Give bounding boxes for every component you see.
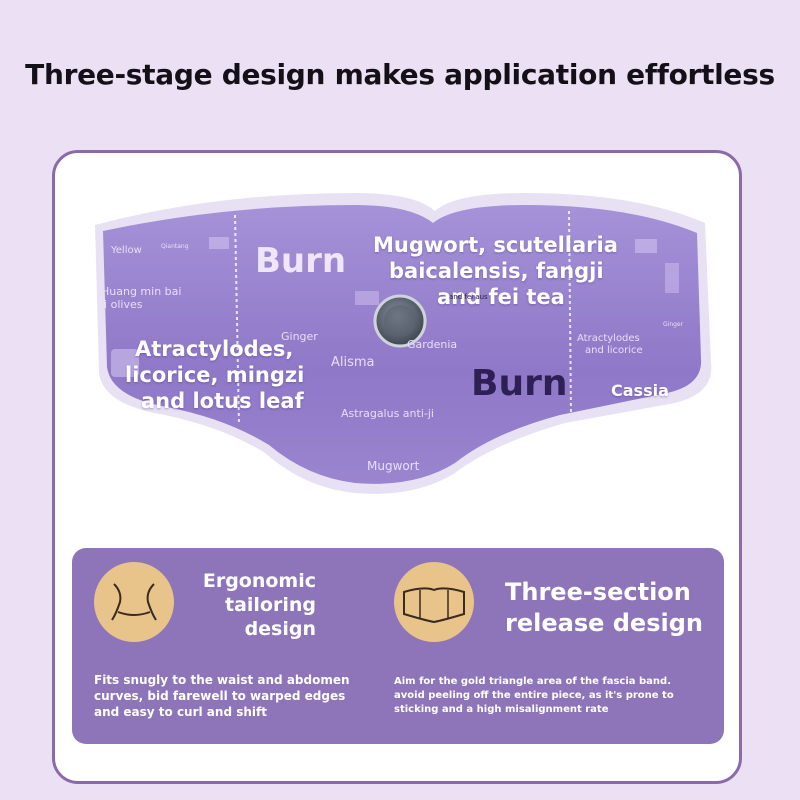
- feature-1-title-line1: Ergonomic: [202, 570, 316, 592]
- label-huangmin-line1: Huang min bai: [101, 285, 182, 298]
- label-astragalus: Astragalus anti-ji: [341, 407, 434, 420]
- label-ginger-center: Ginger: [281, 330, 318, 343]
- herbs-left-line2: licorice, mingzi: [125, 363, 305, 387]
- label-ginger-right: Ginger: [663, 321, 684, 328]
- herbs-top-line2: baicalensis, fangji: [389, 259, 604, 283]
- label-yellow: Yellow: [111, 245, 142, 256]
- label-atractylodes-right-line1: Atractylodes: [577, 333, 640, 344]
- feature-2-title-line2: release design: [505, 609, 703, 637]
- herbal-patch-image: [95, 193, 712, 494]
- feature-2-desc-line2: avoid peeling off the entire piece, as i…: [394, 690, 674, 701]
- headline: Three-stage design makes application eff…: [25, 58, 775, 91]
- feature-1-desc-line3: and easy to curl and shift: [94, 705, 267, 719]
- waist-outline-icon: [94, 562, 174, 642]
- label-mugwort: Mugwort: [367, 459, 420, 473]
- label-alisma: Alisma: [331, 355, 375, 370]
- label-cassia: Cassia: [611, 381, 669, 400]
- herbs-top-line1: Mugwort, scutellaria: [373, 233, 618, 257]
- herbs-left-line3: and lotus leaf: [141, 389, 304, 413]
- burn-label-left: Burn: [255, 241, 347, 281]
- patch-outline-icon: [394, 562, 474, 642]
- label-atractylodes-right-line2: and licorice: [585, 345, 643, 356]
- feature-1-desc-line2: curves, bid farewell to warped edges: [94, 689, 346, 703]
- feature-2-desc-line3: sticking and a high misalignment rate: [394, 704, 609, 715]
- label-qiantang: Qiantang: [161, 243, 189, 250]
- feature-1-title-line2: tailoring: [225, 594, 316, 616]
- label-huangmin-line2: ji olives: [101, 298, 143, 311]
- feature-2-desc-line1: Aim for the gold triangle area of the fa…: [394, 676, 671, 687]
- feature-2-title-line1: Three-section: [505, 578, 691, 606]
- herbs-left-line1: Atractylodes,: [135, 337, 294, 361]
- label-small-center: and fei aus: [449, 293, 488, 301]
- herbs-top-line3: and fei tea: [437, 285, 565, 309]
- feature-1-title-line3: design: [244, 618, 316, 640]
- label-gardenia: Gardenia: [407, 338, 458, 351]
- feature-info-box: Ergonomic tailoring design Fits snugly t…: [72, 548, 724, 744]
- feature-1-desc-line1: Fits snugly to the waist and abdomen: [94, 673, 350, 687]
- burn-label-right: Burn: [471, 363, 568, 404]
